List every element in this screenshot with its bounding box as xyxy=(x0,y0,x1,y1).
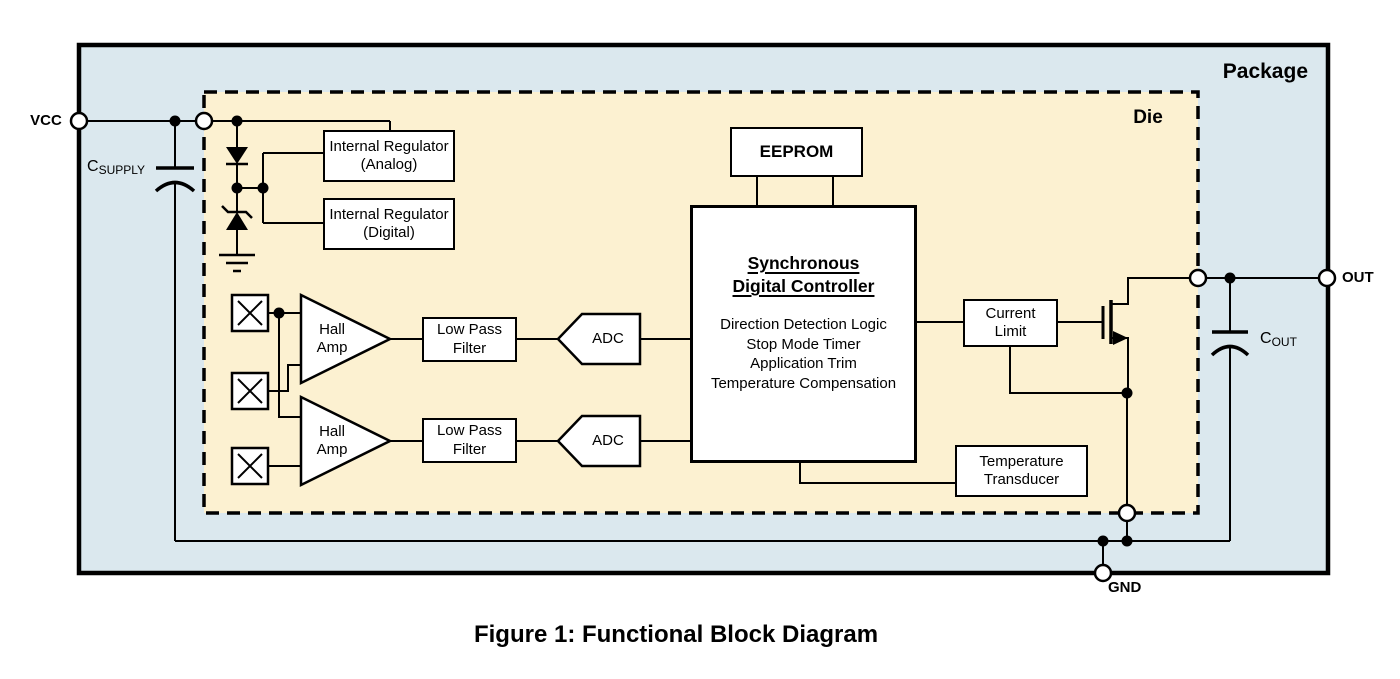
block-label: (Digital) xyxy=(363,224,415,241)
hall-plate-1 xyxy=(230,293,270,333)
signal-chain-wires xyxy=(390,338,692,442)
junction-dot xyxy=(257,182,269,194)
junction-dot xyxy=(1224,272,1236,284)
hall-amp-1-label: Hall Amp xyxy=(316,321,348,356)
gnd-pin-label: GND xyxy=(1108,579,1142,596)
junction-dot xyxy=(169,115,181,127)
series-diode xyxy=(226,147,248,164)
controller-title: Digital Controller xyxy=(732,276,875,296)
internal-regulator-digital-block: Internal Regulator (Digital) xyxy=(323,198,455,250)
junction-dot xyxy=(1097,535,1109,547)
mosfet-source-arrow xyxy=(1113,331,1128,345)
hall-amp-1-triangle xyxy=(299,292,393,386)
current-limit-block: Current Limit xyxy=(963,299,1058,347)
controller-title: Synchronous xyxy=(747,253,860,273)
csupply-label: CSUPPLY xyxy=(87,158,146,177)
hall-plate-2 xyxy=(230,371,270,411)
die-label: Die xyxy=(1133,107,1163,128)
gnd-pin-circle xyxy=(1093,563,1113,583)
controller-feature: Direction Detection Logic xyxy=(720,316,887,333)
temperature-transducer-block: Temperature Transducer xyxy=(955,445,1088,497)
controller-feature: Stop Mode Timer xyxy=(746,335,861,353)
die-vcc-pad-circle xyxy=(194,111,214,131)
junction-dot xyxy=(231,182,243,194)
adc-2-label: ADC xyxy=(592,432,624,449)
adc-1-label: ADC xyxy=(592,330,624,347)
controller-feature: Application Trim xyxy=(750,355,857,372)
block-label: Internal Regulator xyxy=(329,137,449,155)
eeprom-block: EEPROM xyxy=(730,127,863,177)
out-pin-circle xyxy=(1317,268,1337,288)
adc-2-shape xyxy=(556,414,642,468)
cout-label: COUT xyxy=(1260,330,1297,349)
junction-dot xyxy=(1121,387,1133,399)
eeprom-connector-wires xyxy=(756,177,834,207)
junction-dot xyxy=(1121,535,1133,547)
junction-dot xyxy=(231,115,243,127)
low-pass-filter-2-block: Low Pass Filter xyxy=(422,418,517,463)
hall-amp-2-label: Hall Amp xyxy=(316,423,348,458)
controller-to-temp-transducer-wire xyxy=(799,463,955,484)
figure-caption: Figure 1: Functional Block Diagram xyxy=(473,621,879,648)
digital-controller-block: Synchronous Digital Controller Direction… xyxy=(690,205,917,463)
zener-diode xyxy=(226,212,248,230)
hall-amp-2-triangle xyxy=(299,394,393,488)
csupply-bottom-plate xyxy=(154,180,196,193)
hall-plate-3 xyxy=(230,446,270,486)
block-label: Internal Regulator xyxy=(329,205,449,223)
low-pass-filter-1-block: Low Pass Filter xyxy=(422,317,517,362)
adc-1-shape xyxy=(556,312,642,366)
junction-dot xyxy=(273,307,285,319)
block-label: EEPROM xyxy=(759,141,834,161)
die-gnd-pad-circle xyxy=(1117,503,1137,523)
vcc-pin-label: VCC xyxy=(30,112,62,129)
die-out-pad-circle xyxy=(1188,268,1208,288)
out-pin-label: OUT xyxy=(1342,269,1374,286)
internal-regulator-analog-block: Internal Regulator (Analog) xyxy=(323,130,455,182)
controller-feature: Temperature Compensation xyxy=(710,374,897,392)
block-label: (Analog) xyxy=(360,156,418,173)
cout-bottom-plate xyxy=(1210,344,1250,357)
package-label: Package xyxy=(1222,60,1308,83)
ground-symbol xyxy=(219,253,255,273)
vcc-pin-circle xyxy=(69,111,89,131)
